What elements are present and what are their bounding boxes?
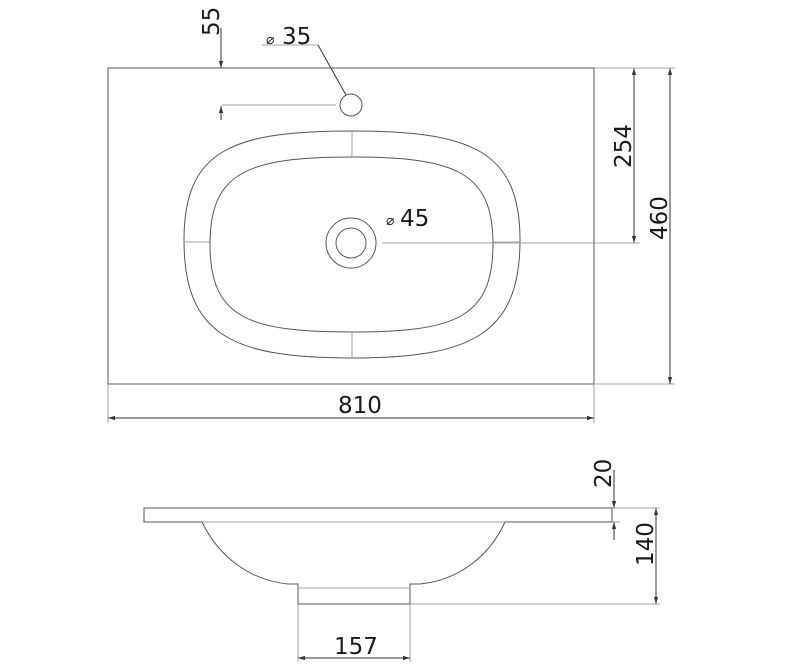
bowl-outer-rim [183,130,521,359]
tap-offset-label: 55 [199,7,225,36]
bowl-depth-label: 140 [633,522,659,566]
basin-top-outline [107,67,595,385]
tap-hole-symbol: ⌀ [266,32,275,48]
drain-hole-outer [325,217,377,269]
slab-thickness-label: 20 [591,459,617,488]
drain-width-label: 157 [334,634,378,660]
drain-offset-label: 254 [611,124,637,168]
tap-hole [339,93,363,117]
side-view: 20 140 157 [143,459,660,662]
bowl-inner-rim [209,156,494,333]
drain-hole-symbol: ⌀ [386,213,395,229]
tap-hole-diameter: 35 [282,24,311,50]
total-depth-label: 460 [647,196,673,240]
top-view: 55 ⌀ 35 ⌀ 45 254 460 810 [107,7,675,423]
drain-hole-inner [335,227,367,259]
side-profile [143,507,613,605]
drain-hole-diameter: 45 [400,206,429,232]
width-label: 810 [338,393,382,419]
